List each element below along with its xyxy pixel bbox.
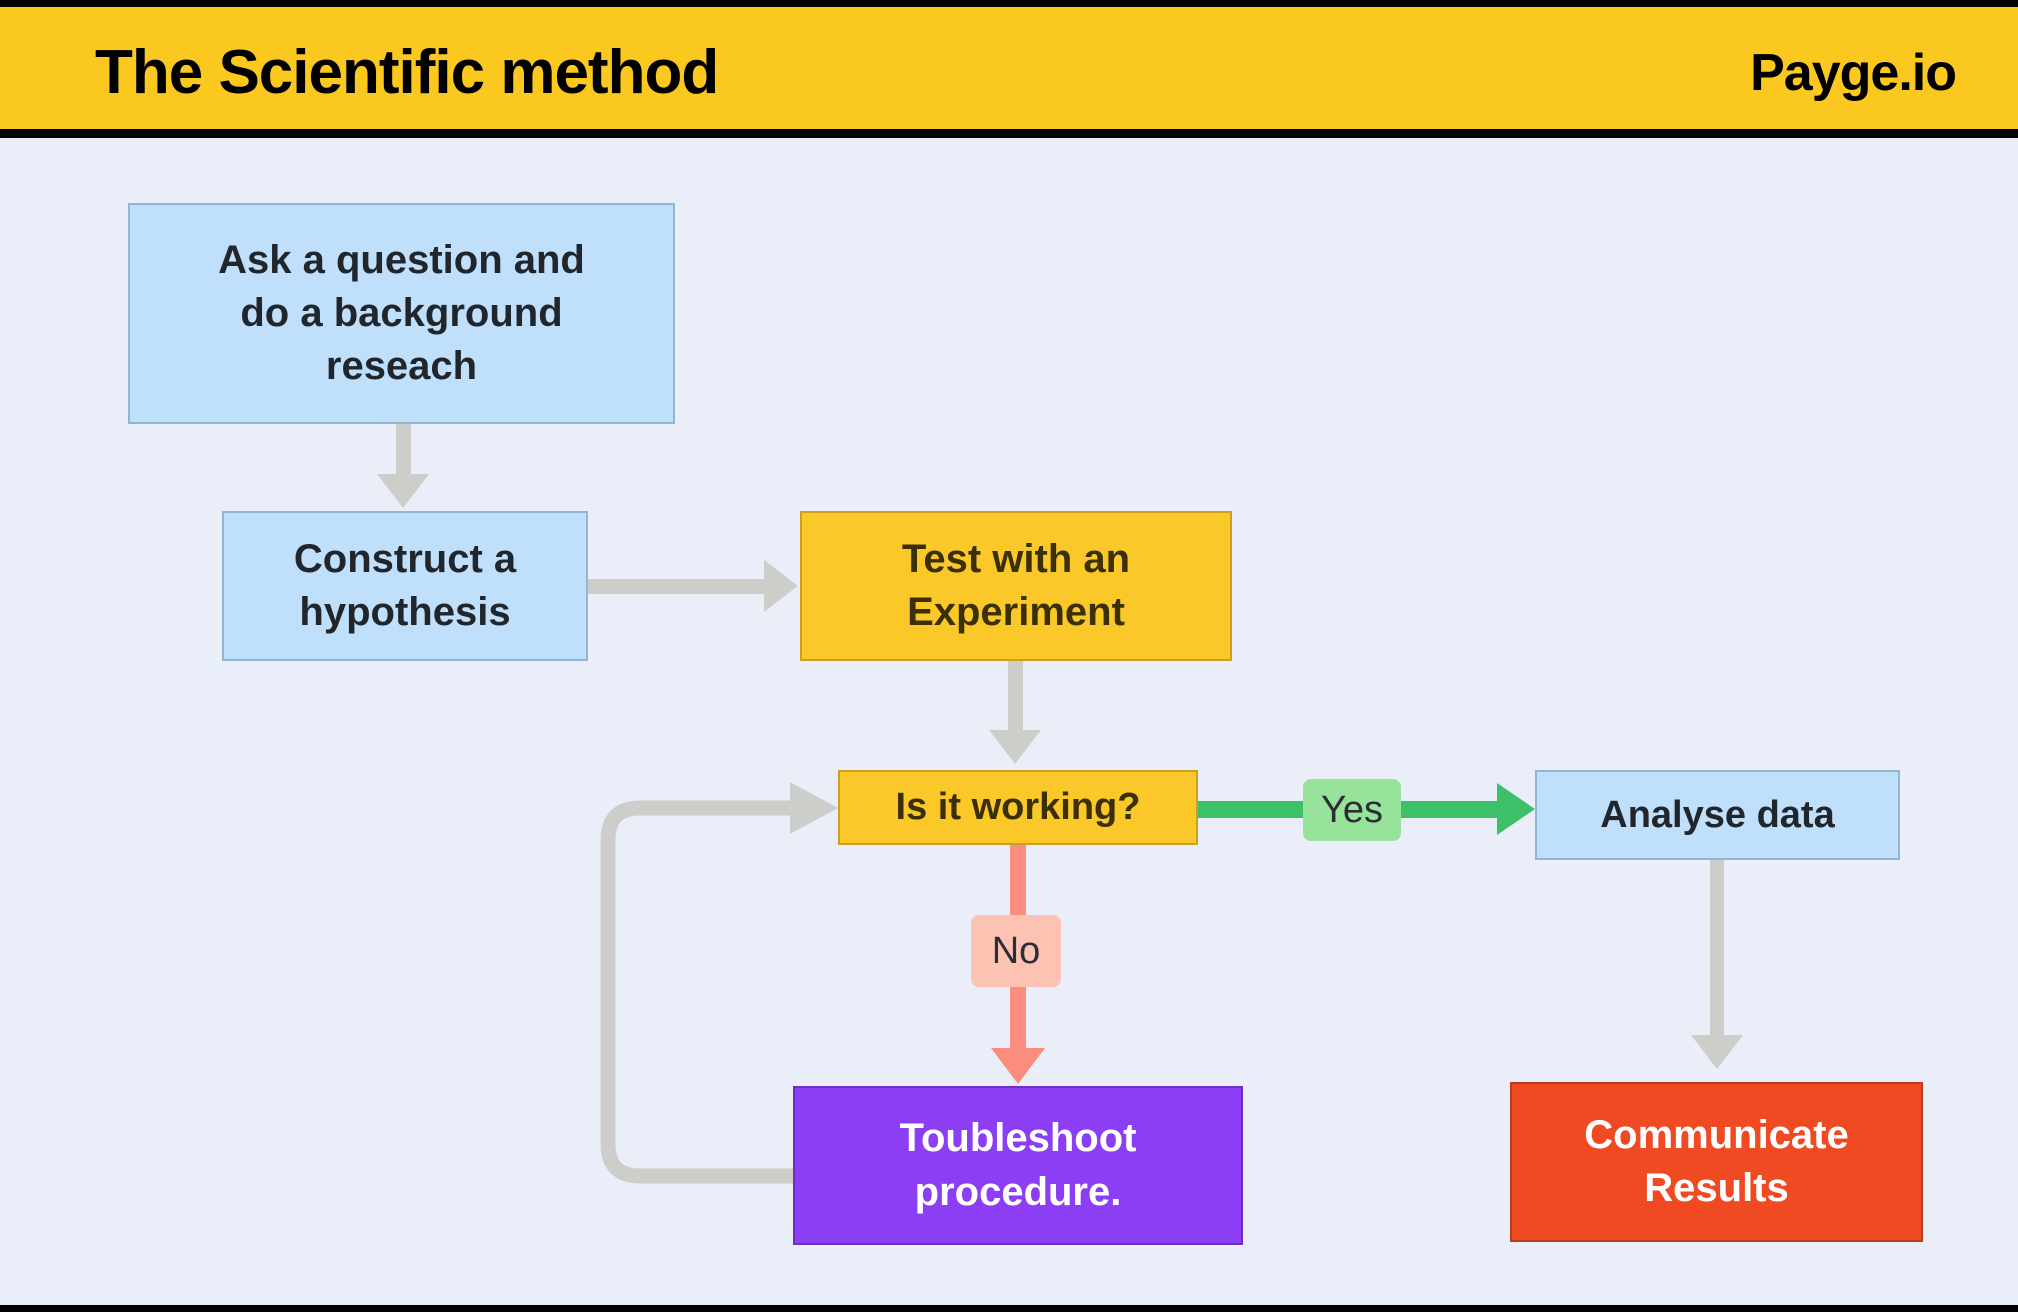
node-troubleshoot-procedure-line1: Toubleshoot xyxy=(899,1116,1137,1161)
brand-logo: Payge.io xyxy=(1750,44,1957,102)
node-ask-question-line2: do a background xyxy=(240,290,563,335)
node-test-experiment-line1: Test with an xyxy=(901,536,1131,581)
edge-label-no: No xyxy=(971,915,1061,987)
node-ask-question[interactable]: Ask a question and do a background resea… xyxy=(128,203,675,424)
connector-working-to-analyse-line-left xyxy=(1198,801,1306,818)
node-construct-hypothesis-line2: hypothesis xyxy=(299,590,511,634)
connector-working-to-analyse-line-right xyxy=(1398,801,1502,818)
connector-working-to-troubleshoot-arrow xyxy=(991,1048,1045,1084)
connector-analyse-to-communicate-arrow xyxy=(1691,1035,1743,1069)
node-troubleshoot-procedure[interactable]: Toubleshoot procedure. xyxy=(793,1086,1243,1245)
connector-analyse-to-communicate-line xyxy=(1710,860,1724,1040)
node-communicate-results-line2: Results xyxy=(1644,1166,1789,1210)
connector-working-to-analyse-arrow xyxy=(1497,783,1535,835)
connector-test-to-working-arrow xyxy=(989,730,1041,764)
connector-test-to-working-line xyxy=(1008,661,1023,736)
edge-label-yes: Yes xyxy=(1303,779,1401,841)
node-ask-question-line3: reseach xyxy=(325,344,478,389)
connector-working-to-troubleshoot-line-top xyxy=(1010,845,1026,919)
node-test-experiment[interactable]: Test with an Experiment xyxy=(800,511,1232,661)
node-communicate-results[interactable]: Communicate Results xyxy=(1510,1082,1923,1242)
connector-ask-to-hypothesis-line xyxy=(396,424,411,480)
node-is-it-working[interactable]: Is it working? xyxy=(838,770,1198,845)
connector-working-to-troubleshoot-line-bottom xyxy=(1010,983,1026,1053)
connector-hypothesis-to-test-arrow xyxy=(764,560,798,612)
page-title: The Scientific method xyxy=(95,38,719,107)
connector-ask-to-hypothesis-arrow xyxy=(377,474,429,508)
node-analyse-data[interactable]: Analyse data xyxy=(1535,770,1900,860)
node-analyse-data-label: Analyse data xyxy=(1600,793,1835,836)
node-construct-hypothesis-line1: Construct a xyxy=(293,536,517,581)
node-communicate-results-line1: Communicate xyxy=(1584,1112,1849,1157)
node-construct-hypothesis[interactable]: Construct a hypothesis xyxy=(222,511,588,661)
page-header: The Scientific method Payge.io xyxy=(0,0,2018,138)
node-ask-question-line1: Ask a question and xyxy=(218,237,585,282)
connector-hypothesis-to-test-line xyxy=(588,579,768,594)
node-troubleshoot-procedure-line2: procedure. xyxy=(914,1169,1122,1214)
node-is-it-working-label: Is it working? xyxy=(895,786,1141,829)
node-test-experiment-line2: Experiment xyxy=(907,590,1125,634)
